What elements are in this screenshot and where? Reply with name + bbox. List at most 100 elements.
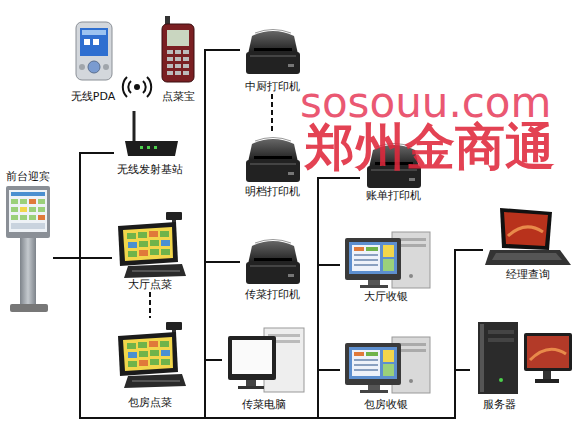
- server-monitor-part: [524, 333, 572, 371]
- device-node: 无线发射基站: [114, 110, 186, 177]
- device-label: 传菜打印机: [245, 288, 300, 302]
- wireless-signal-symbol-part: [134, 84, 140, 90]
- device-node: 大厅点菜: [112, 212, 188, 292]
- manager-laptop-part: [500, 208, 552, 250]
- serving-computer-part: [228, 336, 276, 380]
- dashed-link: [149, 292, 151, 318]
- device-node: 包房点菜: [112, 318, 188, 410]
- reception-kiosk-part: [38, 207, 45, 212]
- device-label: 账单打印机: [366, 189, 421, 203]
- ordering-handset-part: [175, 57, 181, 61]
- reception-kiosk-part: [11, 192, 45, 196]
- device-label: 大厅收银: [364, 290, 408, 304]
- device-label: 包房点菜: [128, 396, 172, 410]
- device-label: 服务器: [483, 398, 516, 412]
- ordering-handset-part: [167, 71, 173, 75]
- wireless-router: [125, 111, 178, 156]
- device-label: 经理查询: [506, 268, 550, 282]
- reception-kiosk-part: [11, 223, 45, 229]
- network-wire: [455, 250, 483, 370]
- watermark-text: sosouu.com: [300, 80, 551, 126]
- ordering-handset-part: [175, 64, 181, 68]
- manager-laptop-part: [485, 250, 571, 265]
- network-wire: [80, 153, 470, 418]
- device-node: 传菜打印机: [240, 232, 304, 302]
- device-label: 大厅点菜: [128, 278, 172, 292]
- ordering-handset-part: [183, 64, 189, 68]
- reception-kiosk-part: [29, 199, 36, 204]
- serving-computer-part: [238, 386, 264, 389]
- network-wire: [318, 265, 470, 418]
- ordering-handset-part: [167, 64, 173, 68]
- server-tower-part: [480, 324, 484, 392]
- reception-kiosk: [6, 186, 50, 312]
- ordering-handset-part: [183, 71, 189, 75]
- reception-kiosk-part: [6, 186, 50, 238]
- device-node: 大厅收银: [340, 228, 432, 304]
- open-kitchen-printer: [246, 138, 300, 183]
- device-node: 点菜宝: [158, 18, 198, 104]
- network-wire: [205, 262, 470, 418]
- serving-printer: [246, 240, 300, 285]
- wireless-router-part: [154, 146, 157, 149]
- server-tower-part: [499, 378, 503, 382]
- serving-computer-part: [246, 380, 256, 386]
- reception-kiosk-part: [38, 215, 45, 220]
- device-label: 无线PDA: [71, 90, 115, 104]
- reception-kiosk-part: [9, 190, 47, 232]
- wireless-signal-symbol-part: [123, 77, 127, 97]
- server-monitor-part: [535, 379, 559, 383]
- device-label: 无线发射基站: [117, 163, 183, 177]
- wireless-signal-symbol-part: [128, 81, 131, 93]
- serving-computer: [228, 328, 304, 392]
- room-cashier-pc: [345, 337, 430, 393]
- reception-kiosk-part: [11, 215, 18, 220]
- device-node: 经理查询: [483, 205, 573, 282]
- reception-kiosk-part: [20, 207, 27, 212]
- device-node: 服务器: [470, 318, 528, 412]
- wireless-router-part: [125, 141, 178, 156]
- ordering-handset-part: [167, 50, 173, 54]
- ordering-handset-part: [162, 24, 194, 82]
- network-wire: [205, 360, 470, 418]
- wireless-router-part: [147, 146, 150, 149]
- wireless-pda-part: [76, 22, 112, 80]
- manager-laptop-part: [492, 253, 562, 260]
- serving-computer-part: [232, 340, 272, 374]
- network-wire: [53, 258, 470, 418]
- device-node: 传菜电脑: [222, 325, 306, 412]
- ordering-handset-part: [167, 30, 189, 46]
- device-node: 前台迎宾: [3, 170, 53, 315]
- server-tower-part: [488, 330, 514, 334]
- reception-kiosk-part: [20, 238, 36, 306]
- device-node: 中厨打印机: [240, 22, 304, 94]
- dashed-link: [271, 94, 273, 132]
- server-monitor-part: [530, 349, 566, 360]
- server-tower: [478, 322, 518, 394]
- watermark-text: 郑州金商通: [305, 122, 555, 172]
- wireless-signal-symbol-part: [147, 77, 151, 97]
- server-monitor-part: [543, 371, 551, 379]
- device-label: 明档打印机: [245, 185, 300, 199]
- room-pos-terminal: [118, 322, 186, 388]
- device-label: 包房收银: [364, 398, 408, 412]
- reception-kiosk-part: [10, 304, 48, 312]
- manager-laptop: [485, 208, 571, 265]
- wireless-pda-part: [84, 39, 90, 45]
- ordering-handset-part: [175, 71, 181, 75]
- wireless-pda-part: [88, 61, 100, 73]
- wireless-pda: [76, 22, 112, 80]
- ordering-handset-part: [167, 57, 173, 61]
- device-label: 传菜电脑: [242, 398, 286, 412]
- device-node: 明档打印机: [240, 132, 304, 199]
- server-tower-part: [488, 338, 514, 342]
- reception-kiosk-part: [11, 207, 18, 212]
- hall-pos-terminal: [118, 212, 186, 278]
- network-wire: [318, 370, 470, 418]
- wireless-pda-part: [79, 64, 85, 70]
- wireless-router-part: [133, 111, 136, 141]
- wireless-signal-symbol-part: [143, 81, 146, 93]
- device-label: 前台迎宾: [6, 170, 50, 184]
- manager-laptop-part: [508, 227, 543, 236]
